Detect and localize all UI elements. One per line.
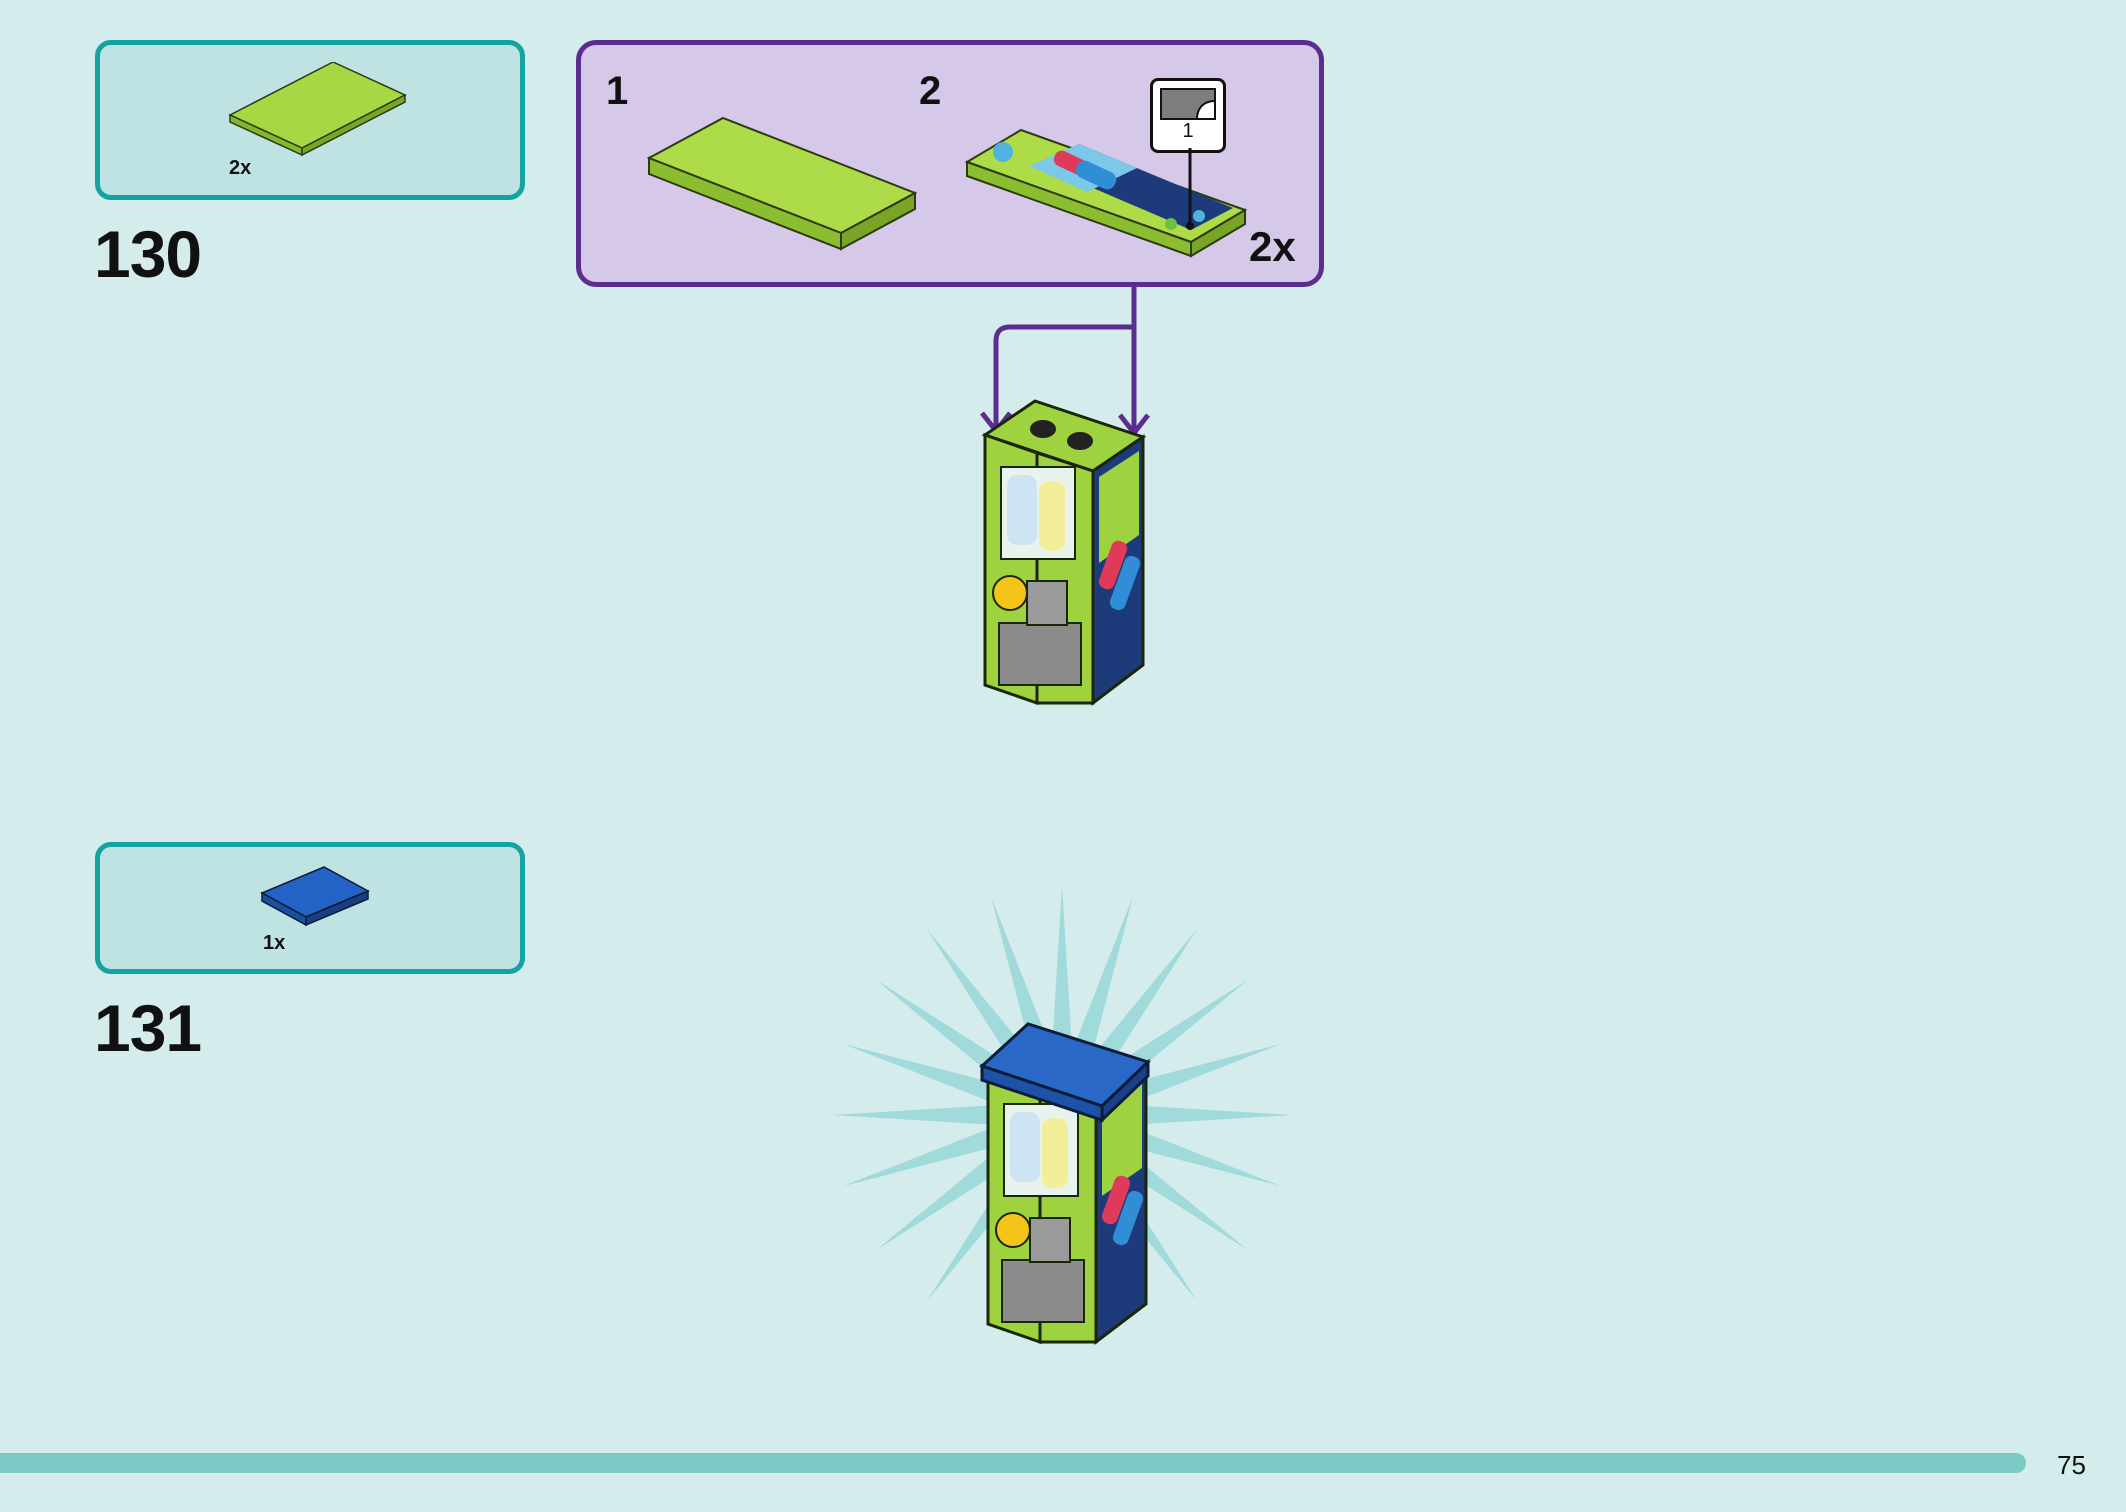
sub-step-number-2: 2: [919, 69, 942, 113]
lime-tile-part-image: [228, 62, 407, 157]
stickered-tile-image: [964, 128, 1248, 258]
vending-machine-model-step-131: [979, 1022, 1151, 1346]
part-quantity: 2x: [229, 157, 252, 179]
sub-step-number-1: 1: [606, 69, 629, 113]
sticker-pointer-line: [1186, 148, 1194, 230]
lime-tile-image: [646, 116, 918, 251]
page-number: 75: [2057, 1450, 2086, 1480]
sticker-number: 1: [1182, 120, 1194, 142]
page-progress-bar: [0, 1453, 2026, 1473]
step-number: 130: [94, 217, 202, 291]
step-number: 131: [94, 991, 202, 1065]
blue-tile-part-image: [260, 866, 370, 927]
sub-assembly-multiplier: 2x: [1249, 223, 1296, 270]
part-quantity: 1x: [263, 932, 286, 954]
vending-machine-model-step-130: [981, 399, 1147, 707]
sub-assembly-callout: 1 2 1 2x: [576, 40, 1324, 287]
sticker-sheet-icon: 1: [1150, 78, 1226, 153]
parts-box-step-131: 1x: [95, 842, 525, 974]
parts-box-step-130: 2x: [95, 40, 525, 200]
